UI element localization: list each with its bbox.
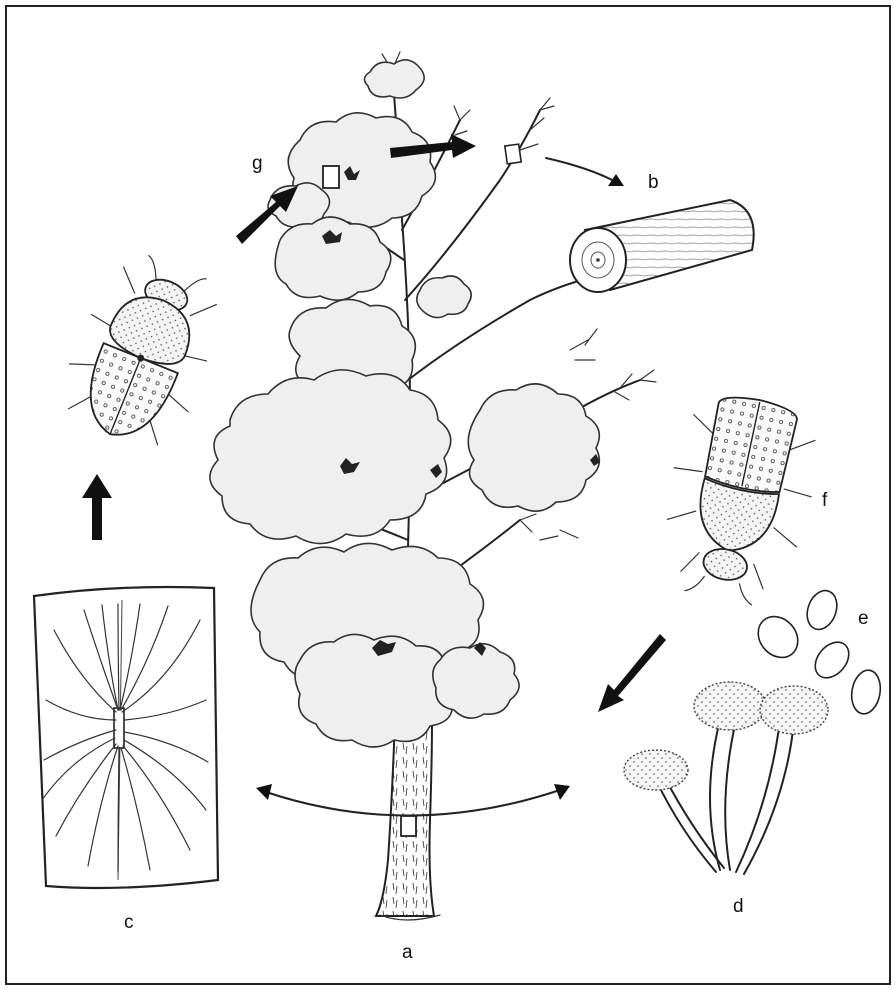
label-e: e <box>858 608 869 629</box>
label-c: c <box>124 912 134 933</box>
label-g: g <box>252 153 263 174</box>
arrow-up-left <box>82 474 112 540</box>
tree-foliage <box>210 60 599 747</box>
wood-slab-illustration <box>34 587 218 888</box>
beetle-right <box>650 386 829 613</box>
trunk-sample-box <box>401 816 416 836</box>
label-f: f <box>822 490 828 511</box>
arrow-to-branch <box>546 158 616 182</box>
arrow-to-fungus <box>598 634 666 712</box>
label-a: a <box>402 942 413 963</box>
panel-labels: a b c d e f g <box>124 153 869 963</box>
beetle-upper-left <box>51 243 237 458</box>
fruiting-bodies-illustration <box>624 682 828 874</box>
label-b: b <box>648 172 659 193</box>
branch-segment-illustration <box>570 200 754 292</box>
crown-sample-box-right <box>505 144 521 164</box>
crown-sample-box-left <box>323 166 339 188</box>
tree-illustration <box>210 52 656 920</box>
label-d: d <box>733 896 744 917</box>
